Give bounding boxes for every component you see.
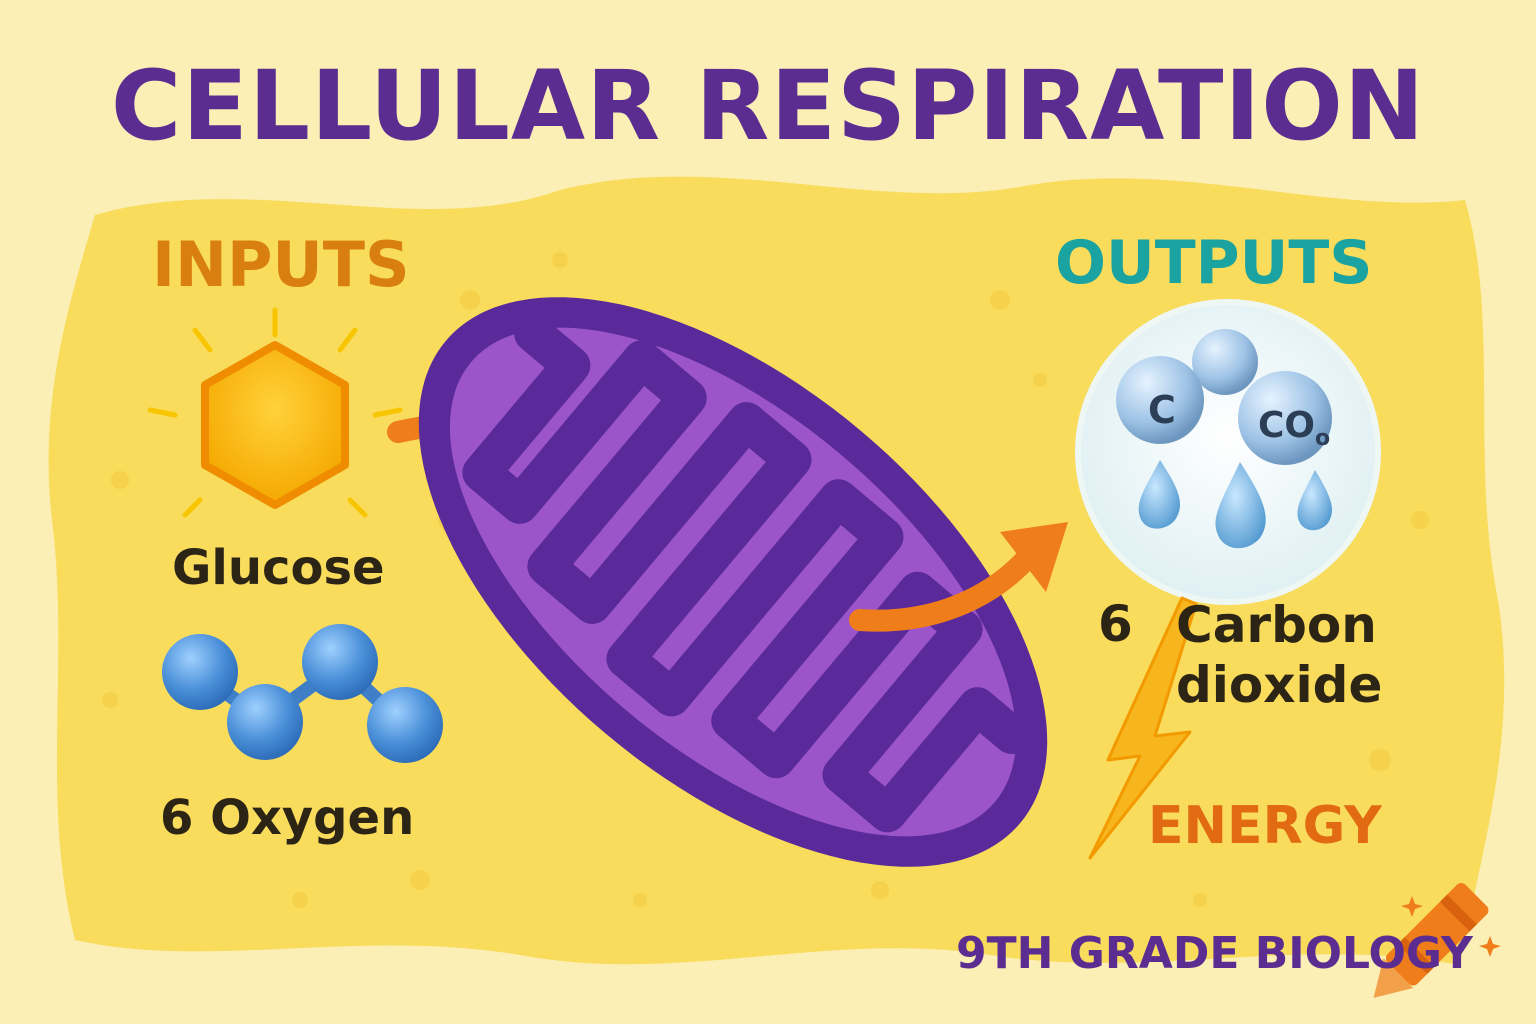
- glucose-hexagon-icon: [201, 341, 349, 509]
- mitochondrion-icon: [418, 297, 1048, 867]
- glucose-sun-rays: [147, 307, 403, 518]
- page-title: CELLULAR RESPIRATION: [110, 50, 1426, 162]
- oxygen-molecule-icon: [162, 624, 443, 763]
- inputs-heading: INPUTS: [152, 228, 410, 301]
- co2-water-bubble-icon: [1075, 299, 1381, 605]
- crayon-icon: [1373, 882, 1489, 998]
- glucose-label: Glucose: [172, 540, 385, 596]
- energy-label: ENERGY: [1148, 796, 1382, 856]
- carbon-dioxide-count: 6: [1098, 595, 1133, 653]
- co-molecule-label: COo: [1258, 405, 1331, 452]
- carbon-dioxide-label: Carbon dioxide: [1176, 596, 1383, 714]
- output-arrow: [849, 522, 1068, 632]
- sparkle-icons: [1401, 896, 1501, 957]
- lightning-bolt-icon: [1088, 596, 1198, 860]
- outputs-heading: OUTPUTS: [1055, 228, 1373, 298]
- oxygen-label: 6 Oxygen: [160, 790, 415, 846]
- carbon-atom-label: C: [1148, 388, 1176, 432]
- grade-level-footer: 9TH GRADE BIOLOGY: [956, 928, 1473, 979]
- co-molecule-subscript: o: [1315, 426, 1331, 452]
